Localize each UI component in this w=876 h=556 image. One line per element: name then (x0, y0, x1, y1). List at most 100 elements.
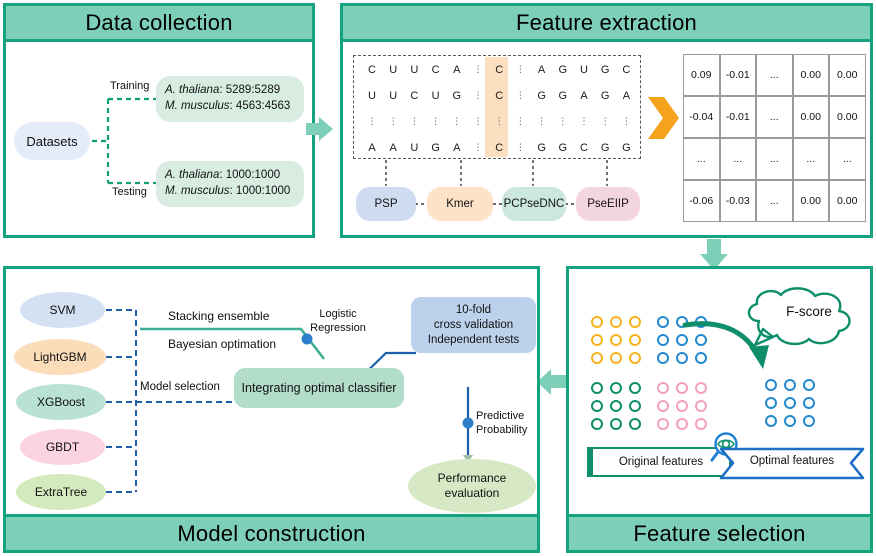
sequence-cell: G (537, 90, 546, 102)
feature-circle-orange (629, 316, 641, 328)
optimal-feature-circle (765, 415, 777, 427)
validation-node-line-1: 10-fold (455, 303, 492, 316)
classifier-xgboost[interactable]: XGBoost (16, 384, 106, 420)
feature-method-kmer[interactable]: Kmer (427, 187, 493, 221)
sequence-cell: ⋮ (515, 142, 525, 152)
matrix-cell: 0.00 (792, 54, 829, 96)
edge-label-model-selection: Model selection (140, 381, 220, 393)
classifier-xgboost-label: XGBoost (36, 395, 86, 409)
feature-method-psp-label: PSP (374, 198, 398, 210)
sequence-cell: ⋮ (600, 116, 610, 126)
feature-method-pcpsednc[interactable]: PCPseDNC (502, 187, 566, 221)
optimal-feature-circle (784, 415, 796, 427)
optimal-features-ribbon (719, 447, 865, 480)
sequence-cell: ⋮ (515, 90, 525, 100)
feature-circle-orange (610, 352, 622, 364)
classifier-lightgbm[interactable]: LightGBM (14, 339, 106, 375)
datasets-node[interactable]: Datasets (14, 122, 90, 160)
sequence-cell: U (368, 90, 376, 102)
optimal-features-label: Optimal features (749, 455, 835, 467)
feature-circle-blue (657, 352, 669, 364)
arrow-left-to-model-construction (537, 369, 566, 395)
optimal-feature-circle (803, 397, 815, 409)
original-features-label: Original features (618, 456, 704, 468)
classifier-svm-label: SVM (49, 303, 76, 317)
integrating-optimal-classifier-node[interactable]: Integrating optimal classifier (234, 368, 404, 408)
classifier-lightgbm-label: LightGBM (33, 350, 87, 364)
branch-label-training: Training (110, 80, 150, 92)
feature-circle-green (629, 400, 641, 412)
panel-model-construction: Model construction SVM LightGBM XGBoost … (3, 266, 540, 553)
feature-circle-blue (676, 316, 688, 328)
performance-evaluation-node[interactable]: Performance evaluation (408, 459, 536, 513)
sequence-cell: ⋮ (452, 116, 462, 126)
sequence-cell: ⋮ (473, 64, 483, 74)
feature-method-pseeiip[interactable]: PseEIIP (576, 187, 640, 221)
optimal-feature-circle (784, 397, 796, 409)
matrix-cell: 0.00 (792, 180, 829, 222)
performance-evaluation-line-2: evaluation (444, 486, 500, 500)
matrix-cell: ... (756, 54, 793, 96)
matrix-cell: ... (683, 138, 720, 180)
arrow-right-to-feature-extraction (306, 117, 333, 141)
classifier-gbdt[interactable]: GBDT (20, 429, 105, 465)
panel-title-data-collection: Data collection (6, 6, 312, 42)
performance-evaluation-line-1: Performance (437, 471, 507, 485)
original-features-banner-inner: Original features (593, 449, 729, 475)
matrix-cell: -0.01 (719, 96, 756, 138)
branch-label-testing: Testing (112, 186, 147, 198)
feature-method-connectors (385, 160, 608, 205)
sequence-cell: ⋮ (409, 116, 419, 126)
sequence-cell: G (558, 64, 568, 76)
feature-circle-pink (676, 418, 688, 430)
optimal-feature-circle (803, 379, 815, 391)
classifier-svm[interactable]: SVM (20, 292, 105, 328)
sequence-cell: G (558, 90, 568, 102)
sequence-cell: G (600, 142, 610, 154)
feature-circle-green (629, 382, 641, 394)
sequence-cell: U (389, 64, 398, 76)
testing-line-1-species: A. thaliana (165, 169, 220, 181)
sequence-cell: C (410, 90, 419, 102)
model-construction-connectors (106, 309, 474, 493)
feature-circle-pink (676, 400, 688, 412)
matrix-cell: ... (756, 96, 793, 138)
matrix-cell: -0.06 (683, 180, 720, 222)
arrow-orange-to-matrix (648, 97, 679, 139)
sequence-cell: U (389, 90, 398, 102)
validation-node-line-2: cross validation (433, 318, 514, 331)
sequence-cell: C (495, 142, 504, 154)
sequence-cell: A (622, 90, 631, 102)
feature-circle-pink (695, 400, 707, 412)
sequence-cell: G (431, 142, 440, 154)
sequence-cell: A (368, 142, 376, 154)
sequence-cell: ⋮ (558, 116, 568, 126)
feature-circle-blue (695, 352, 707, 364)
feature-circle-pink (657, 400, 669, 412)
panel-title-feature-selection: Feature selection (569, 514, 870, 550)
classifier-extratree[interactable]: ExtraTree (16, 474, 106, 510)
feature-circle-pink (657, 382, 669, 394)
feature-method-psp[interactable]: PSP (356, 187, 416, 221)
classifier-extratree-label: ExtraTree (34, 485, 88, 499)
sequence-cell: ⋮ (537, 116, 547, 126)
feature-circle-blue (676, 352, 688, 364)
feature-method-pcpsednc-label: PCPseDNC (503, 198, 565, 210)
panel-data-collection: Data collection Datasets Training Testin… (3, 3, 315, 238)
sequence-cell: U (431, 90, 440, 102)
sequence-cell: ⋮ (579, 116, 589, 126)
sequence-cell: U (410, 64, 419, 76)
edge-label-bayesian-optimation: Bayesian optimation (168, 337, 277, 351)
sequence-highlight-column (485, 57, 508, 157)
feature-circle-pink (695, 382, 707, 394)
sequence-cell: ⋮ (367, 116, 377, 126)
feature-circle-pink (676, 382, 688, 394)
sequence-cell: C (495, 90, 504, 102)
edge-label-logistic-line-2: Regression (310, 322, 366, 334)
validation-node[interactable]: 10-fold cross validation Independent tes… (411, 297, 536, 353)
optimal-feature-circle (803, 415, 815, 427)
classifier-gbdt-label: GBDT (45, 440, 80, 454)
feature-circle-pink (657, 418, 669, 430)
feature-circle-green (610, 400, 622, 412)
